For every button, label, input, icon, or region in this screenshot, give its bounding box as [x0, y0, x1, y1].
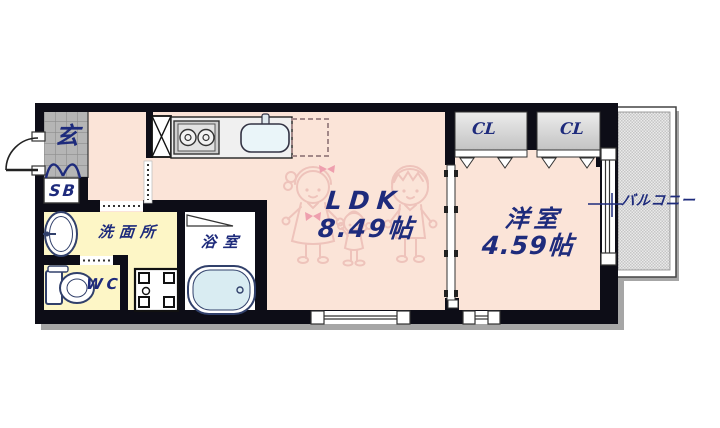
window-ldk-south [310, 310, 411, 325]
refrigerator-space [291, 118, 329, 157]
closet-right-label: CL [559, 119, 585, 138]
closet-folding-doors [454, 149, 601, 169]
boy-figure [383, 165, 438, 263]
washbasin-icon [43, 211, 78, 257]
closet-right-box [536, 111, 601, 151]
bathroom-folding-door [186, 214, 234, 227]
washroom-label: 洗面所 [97, 223, 162, 241]
toilet-icon [45, 265, 95, 305]
western-room-label: 洋室 [503, 205, 565, 233]
sliding-door-partition [444, 164, 459, 309]
balcony-hatch [617, 111, 671, 271]
bathroom-fixtures [186, 214, 256, 315]
balcony-leader-line [588, 193, 622, 217]
openings [80, 160, 153, 265]
sink-icon [240, 113, 290, 153]
washing-machine-pan-icon [133, 267, 180, 313]
balcony-area [612, 106, 677, 278]
entrance-door [5, 131, 46, 176]
interior-walls [44, 103, 600, 312]
windows [310, 147, 617, 325]
window-balcony [600, 147, 617, 266]
washroom-fixtures [43, 211, 180, 313]
shoe-box-door-arc [44, 163, 65, 179]
ldk-label: LDK [324, 186, 405, 215]
kitchen [151, 113, 329, 159]
children-illustration [281, 165, 438, 267]
bathtub-icon [187, 265, 256, 315]
entrance-label: 玄 [53, 122, 81, 150]
small-child-figure [337, 210, 373, 267]
closets [454, 111, 601, 169]
balcony-label: バルコニー [620, 193, 697, 209]
ldk-size-label: 8.49帖 [316, 214, 416, 243]
girl-figure [281, 165, 345, 264]
bathroom-label: 浴室 [200, 233, 246, 251]
shoe-box-door-arc [61, 163, 82, 179]
closet-left-label: CL [471, 119, 497, 138]
shoe-box-label: SB [48, 181, 78, 200]
window-western-south [462, 310, 501, 325]
western-room-size-label: 4.59帖 [480, 231, 575, 260]
shoe-box [43, 163, 82, 204]
stove-icon [173, 120, 220, 155]
toilet-label: WC [85, 275, 123, 293]
